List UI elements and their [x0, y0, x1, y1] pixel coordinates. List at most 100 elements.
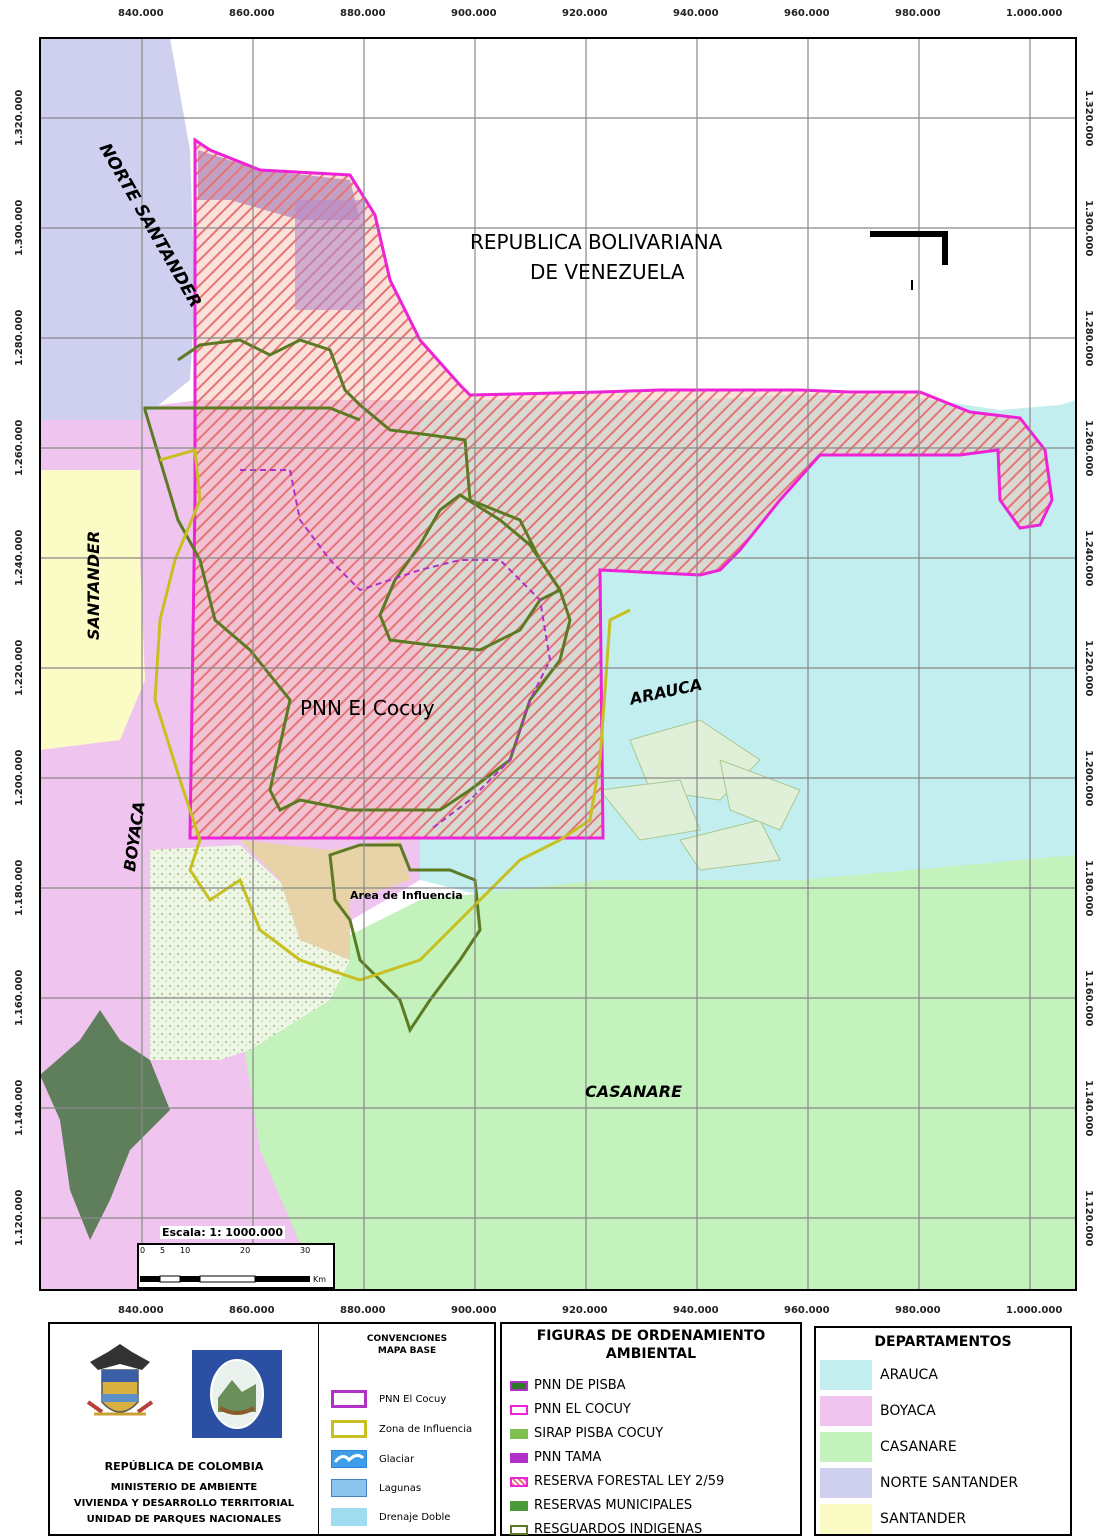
institution-line1: REPÚBLICA DE COLOMBIA — [104, 1460, 264, 1473]
left-tick-label: 1.280.000 — [14, 309, 25, 366]
sirap-outline — [378, 493, 563, 652]
bottom-tick-label: 880.000 — [340, 1305, 386, 1316]
right-tick-label: 1.180.000 — [1083, 860, 1094, 917]
norte-santander-region — [40, 38, 195, 420]
figura-item-label: PNN EL COCUY — [534, 1402, 631, 1417]
left-tick-label: 1.320.000 — [14, 89, 25, 146]
left-tick-label: 1.300.000 — [14, 199, 25, 256]
pnn-tama-block — [295, 200, 365, 310]
institution-line4: UNIDAD DE PARQUES NACIONALES — [86, 1514, 282, 1525]
santander-label: SANTANDER — [84, 530, 103, 640]
figura-swatch — [510, 1453, 528, 1463]
right-tick-label: 1.160.000 — [1083, 970, 1094, 1027]
figura-swatch — [510, 1501, 528, 1511]
right-tick-label: 1.260.000 — [1083, 420, 1094, 477]
scale-unit: Km — [313, 1275, 327, 1284]
top-tick-label: 920.000 — [562, 8, 608, 19]
map-frame — [39, 37, 1077, 1291]
departamento-swatch — [820, 1432, 872, 1462]
right-tick-label: 1.120.000 — [1083, 1190, 1094, 1247]
departamento-item-label: NORTE SANTANDER — [880, 1475, 1019, 1491]
top-tick-label: 980.000 — [895, 8, 941, 19]
right-tick-label: 1.320.000 — [1083, 90, 1094, 147]
area-influencia-outline — [328, 843, 482, 1034]
top-tick-label: 880.000 — [340, 8, 386, 19]
top-tick-label: 960.000 — [784, 8, 830, 19]
north-arrow-icon — [870, 231, 948, 265]
figura-swatch — [510, 1405, 528, 1415]
pnn-pisba-area — [40, 1010, 170, 1240]
convencion-item-label: Drenaje Doble — [379, 1512, 451, 1523]
departamento-item-label: SANTANDER — [880, 1511, 967, 1527]
map-canvas — [39, 37, 1077, 1291]
convencion-item-label: Lagunas — [379, 1483, 422, 1494]
figuras-title-line2: AMBIENTAL — [605, 1346, 697, 1362]
bottom-tick-label: 920.000 — [562, 1305, 608, 1316]
coordinate-grid — [40, 38, 1076, 1290]
right-tick-label: 1.240.000 — [1083, 530, 1094, 587]
figura-item-label: RESERVAS MUNICIPALES — [534, 1498, 693, 1513]
top-tick-label: 900.000 — [451, 8, 497, 19]
scale-bar — [137, 1243, 335, 1289]
left-tick-label: 1.180.000 — [14, 859, 25, 916]
bottom-tick-label: 940.000 — [673, 1305, 719, 1316]
swatch-lagunas — [331, 1479, 367, 1497]
figura-swatch — [510, 1477, 528, 1487]
top-tick-label: 860.000 — [229, 8, 275, 19]
swatch-zona-influencia — [331, 1420, 367, 1438]
figura-swatch — [510, 1525, 528, 1535]
figura-item-label: RESERVA FORESTAL LEY 2/59 — [534, 1474, 725, 1489]
left-tick-label: 1.120.000 — [14, 1189, 25, 1246]
institution-line2: MINISTERIO DE AMBIENTE — [110, 1482, 258, 1493]
scale-tick-label: 5 — [160, 1246, 166, 1255]
bottom-tick-label: 980.000 — [895, 1305, 941, 1316]
convencion-item-label: Zona de Influencia — [379, 1424, 473, 1435]
departamento-swatch — [820, 1504, 872, 1534]
figura-item-label: PNN TAMA — [534, 1450, 602, 1465]
bottom-tick-label: 900.000 — [451, 1305, 497, 1316]
bottom-tick-label: 840.000 — [118, 1305, 164, 1316]
departamento-item-label: BOYACA — [880, 1403, 936, 1419]
left-tick-label: 1.220.000 — [14, 639, 25, 696]
scale-tick-label: 20 — [240, 1246, 251, 1255]
swatch-drenaje-doble — [331, 1508, 367, 1526]
top-tick-label: 840.000 — [118, 8, 164, 19]
convenciones-title-line1: CONVENCIONES — [366, 1334, 448, 1344]
figura-item-label: SIRAP PISBA COCUY — [534, 1426, 664, 1441]
right-tick-label: 1.300.000 — [1083, 200, 1094, 257]
left-tick-label: 1.140.000 — [14, 1079, 25, 1136]
bottom-tick-label: 960.000 — [784, 1305, 830, 1316]
departamento-item-label: ARAUCA — [880, 1367, 938, 1383]
figura-swatch — [510, 1381, 528, 1391]
santander-region — [40, 470, 145, 750]
transition-area — [150, 845, 350, 1060]
figuras-title-line1: FIGURAS DE ORDENAMIENTO — [536, 1328, 766, 1344]
reserva-forestal-polygon — [188, 137, 1054, 840]
figura-swatch — [510, 1429, 528, 1439]
venezuela-label-line2: DE VENEZUELA — [530, 260, 685, 284]
departamentos-title: DEPARTAMENTOS — [874, 1334, 1012, 1350]
scale-tick-label: 10 — [180, 1246, 191, 1255]
departamento-swatch — [820, 1360, 872, 1390]
pnn-label: PNN El Cocuy — [300, 696, 435, 720]
departamento-swatch — [820, 1396, 872, 1426]
scale-tick-label: 0 — [140, 1246, 146, 1255]
figura-item-label: PNN DE PISBA — [534, 1378, 626, 1393]
legend-institution-panel: REPÚBLICA DE COLOMBIA MINISTERIO DE AMBI… — [48, 1322, 320, 1536]
left-tick-label: 1.200.000 — [14, 749, 25, 806]
casanare-region — [220, 855, 1076, 1290]
left-tick-label: 1.160.000 — [14, 969, 25, 1026]
convenciones-title-line2: MAPA BASE — [377, 1346, 437, 1356]
scale-tick-label: 30 — [300, 1246, 311, 1255]
bottom-tick-label: 1.000.000 — [1006, 1305, 1063, 1316]
left-tick-label: 1.260.000 — [14, 419, 25, 476]
casanare-label: CASANARE — [585, 1082, 683, 1101]
top-tick-label: 940.000 — [673, 8, 719, 19]
area-influencia-label: Area de Influencia — [350, 889, 463, 902]
swatch-glaciar-icon — [331, 1450, 367, 1468]
zona-influencia-outline — [153, 448, 631, 982]
convencion-item-label: Glaciar — [379, 1454, 415, 1465]
right-tick-label: 1.280.000 — [1083, 310, 1094, 367]
